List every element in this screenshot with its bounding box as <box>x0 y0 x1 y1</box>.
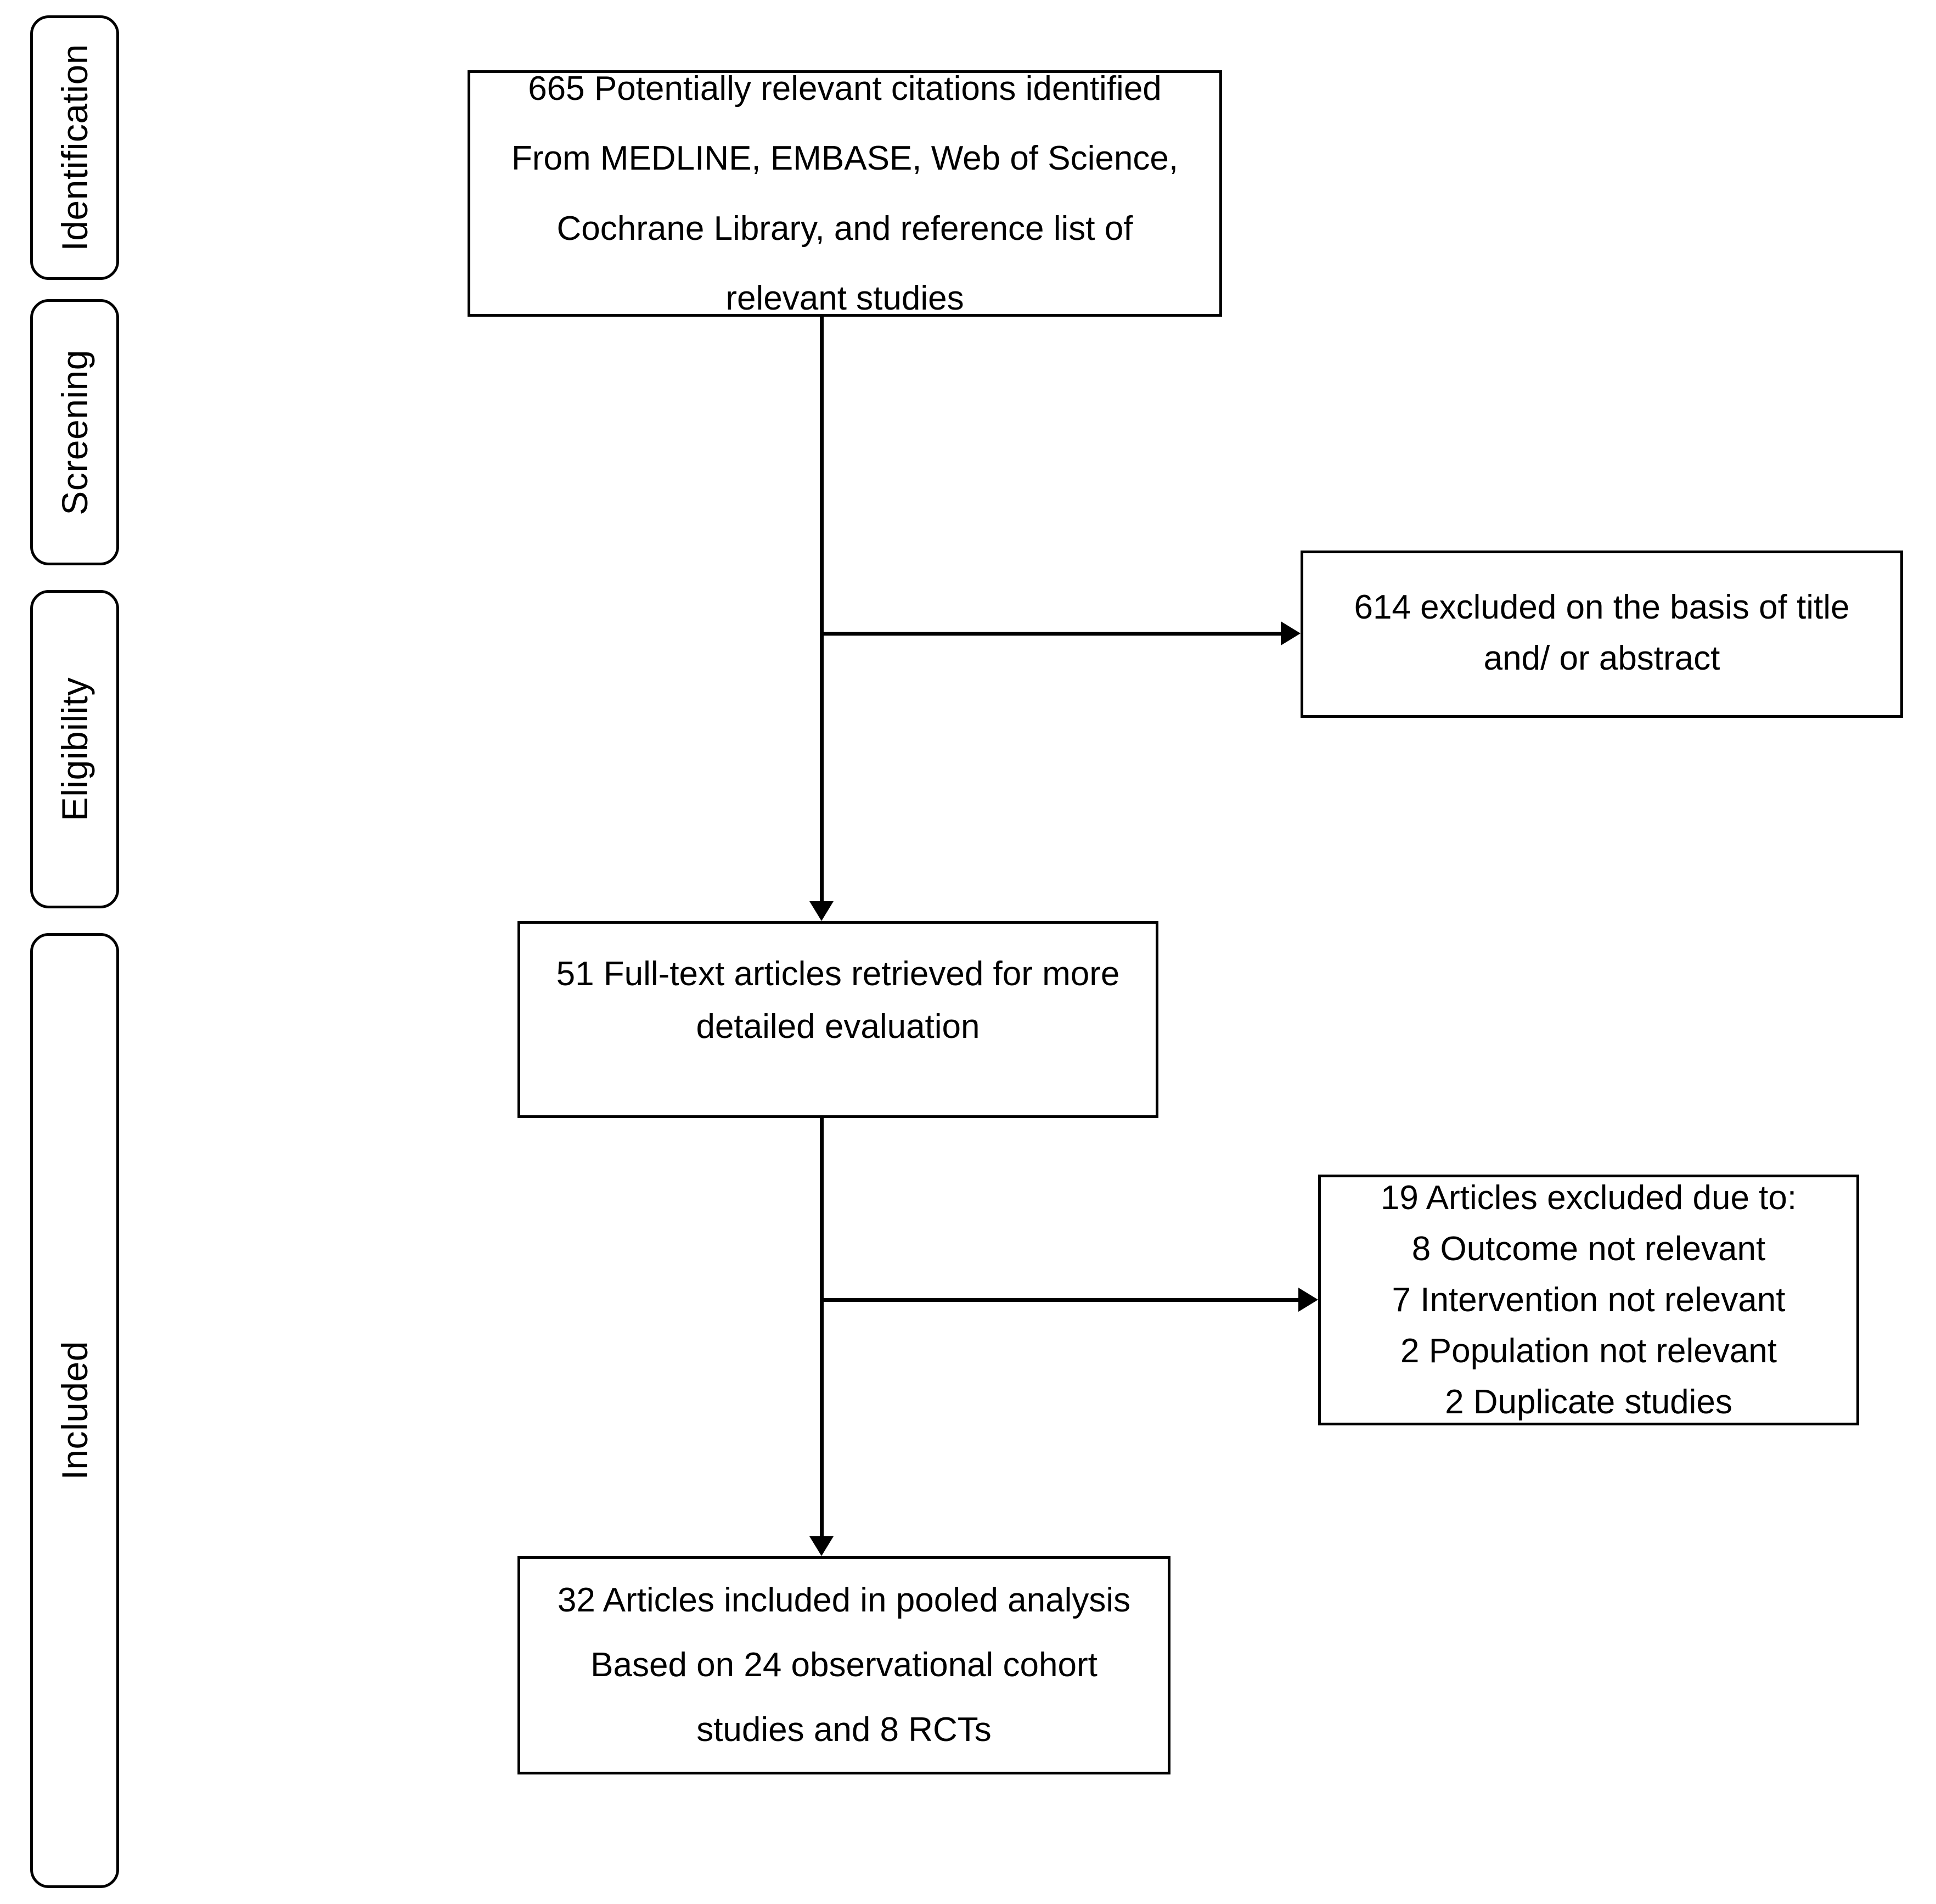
arrowhead-right-to-excluded-title <box>1281 621 1301 645</box>
stage-label-identification: Identification <box>54 44 95 251</box>
connector-eligibility-exclusion <box>820 1298 1298 1302</box>
excluded-title-abstract-line-1: 614 excluded on the basis of title <box>1354 588 1850 626</box>
stage-label-included: Included <box>54 1341 95 1480</box>
articles-excluded-line-2: 8 Outcome not relevant <box>1411 1230 1766 1268</box>
records-identified-line-1: 665 Potentially relevant citations ident… <box>528 70 1162 108</box>
records-identified-line-3: Cochrane Library, and reference list of <box>556 209 1133 248</box>
stage-pill-included: Included <box>30 933 119 1888</box>
arrowhead-down-to-retrieved <box>809 901 834 921</box>
articles-excluded-line-4: 2 Population not relevant <box>1400 1332 1777 1370</box>
articles-excluded-line-5: 2 Duplicate studies <box>1445 1383 1732 1421</box>
stage-pill-identification: Identification <box>30 15 119 280</box>
connector-retrieved-to-included <box>820 1118 824 1536</box>
full-text-retrieved-line-2: detailed evaluation <box>696 1008 980 1046</box>
full-text-retrieved-line-1: 51 Full-text articles retrieved for more <box>556 955 1120 993</box>
stage-label-screening: Screening <box>54 349 95 515</box>
arrowhead-down-to-included <box>809 1536 834 1556</box>
box-articles-included: 32 Articles included in pooled analysis … <box>517 1556 1170 1774</box>
stage-label-eligibility: Eligibility <box>54 677 95 822</box>
box-articles-excluded-reasons: 19 Articles excluded due to: 8 Outcome n… <box>1318 1175 1859 1425</box>
box-full-text-retrieved: 51 Full-text articles retrieved for more… <box>517 921 1158 1118</box>
records-identified-line-4: relevant studies <box>725 279 964 317</box>
stage-pill-screening: Screening <box>30 299 119 565</box>
excluded-title-abstract-line-2: and/ or abstract <box>1483 639 1720 677</box>
articles-excluded-line-1: 19 Articles excluded due to: <box>1380 1179 1797 1217</box>
connector-screening-exclusion <box>820 632 1281 636</box>
box-records-identified: 665 Potentially relevant citations ident… <box>468 70 1222 317</box>
articles-excluded-line-3: 7 Intervention not relevant <box>1392 1281 1786 1319</box>
connector-identified-to-retrieved <box>820 317 824 901</box>
stage-pill-eligibility: Eligibility <box>30 590 119 908</box>
articles-included-line-1: 32 Articles included in pooled analysis <box>557 1581 1131 1620</box>
box-excluded-title-abstract: 614 excluded on the basis of title and/ … <box>1301 551 1903 718</box>
arrowhead-right-to-excluded-reasons <box>1298 1288 1318 1312</box>
records-identified-line-2: From MEDLINE, EMBASE, Web of Science, <box>511 139 1179 178</box>
articles-included-line-3: studies and 8 RCTs <box>696 1710 992 1749</box>
articles-included-line-2: Based on 24 observational cohort <box>590 1646 1098 1684</box>
